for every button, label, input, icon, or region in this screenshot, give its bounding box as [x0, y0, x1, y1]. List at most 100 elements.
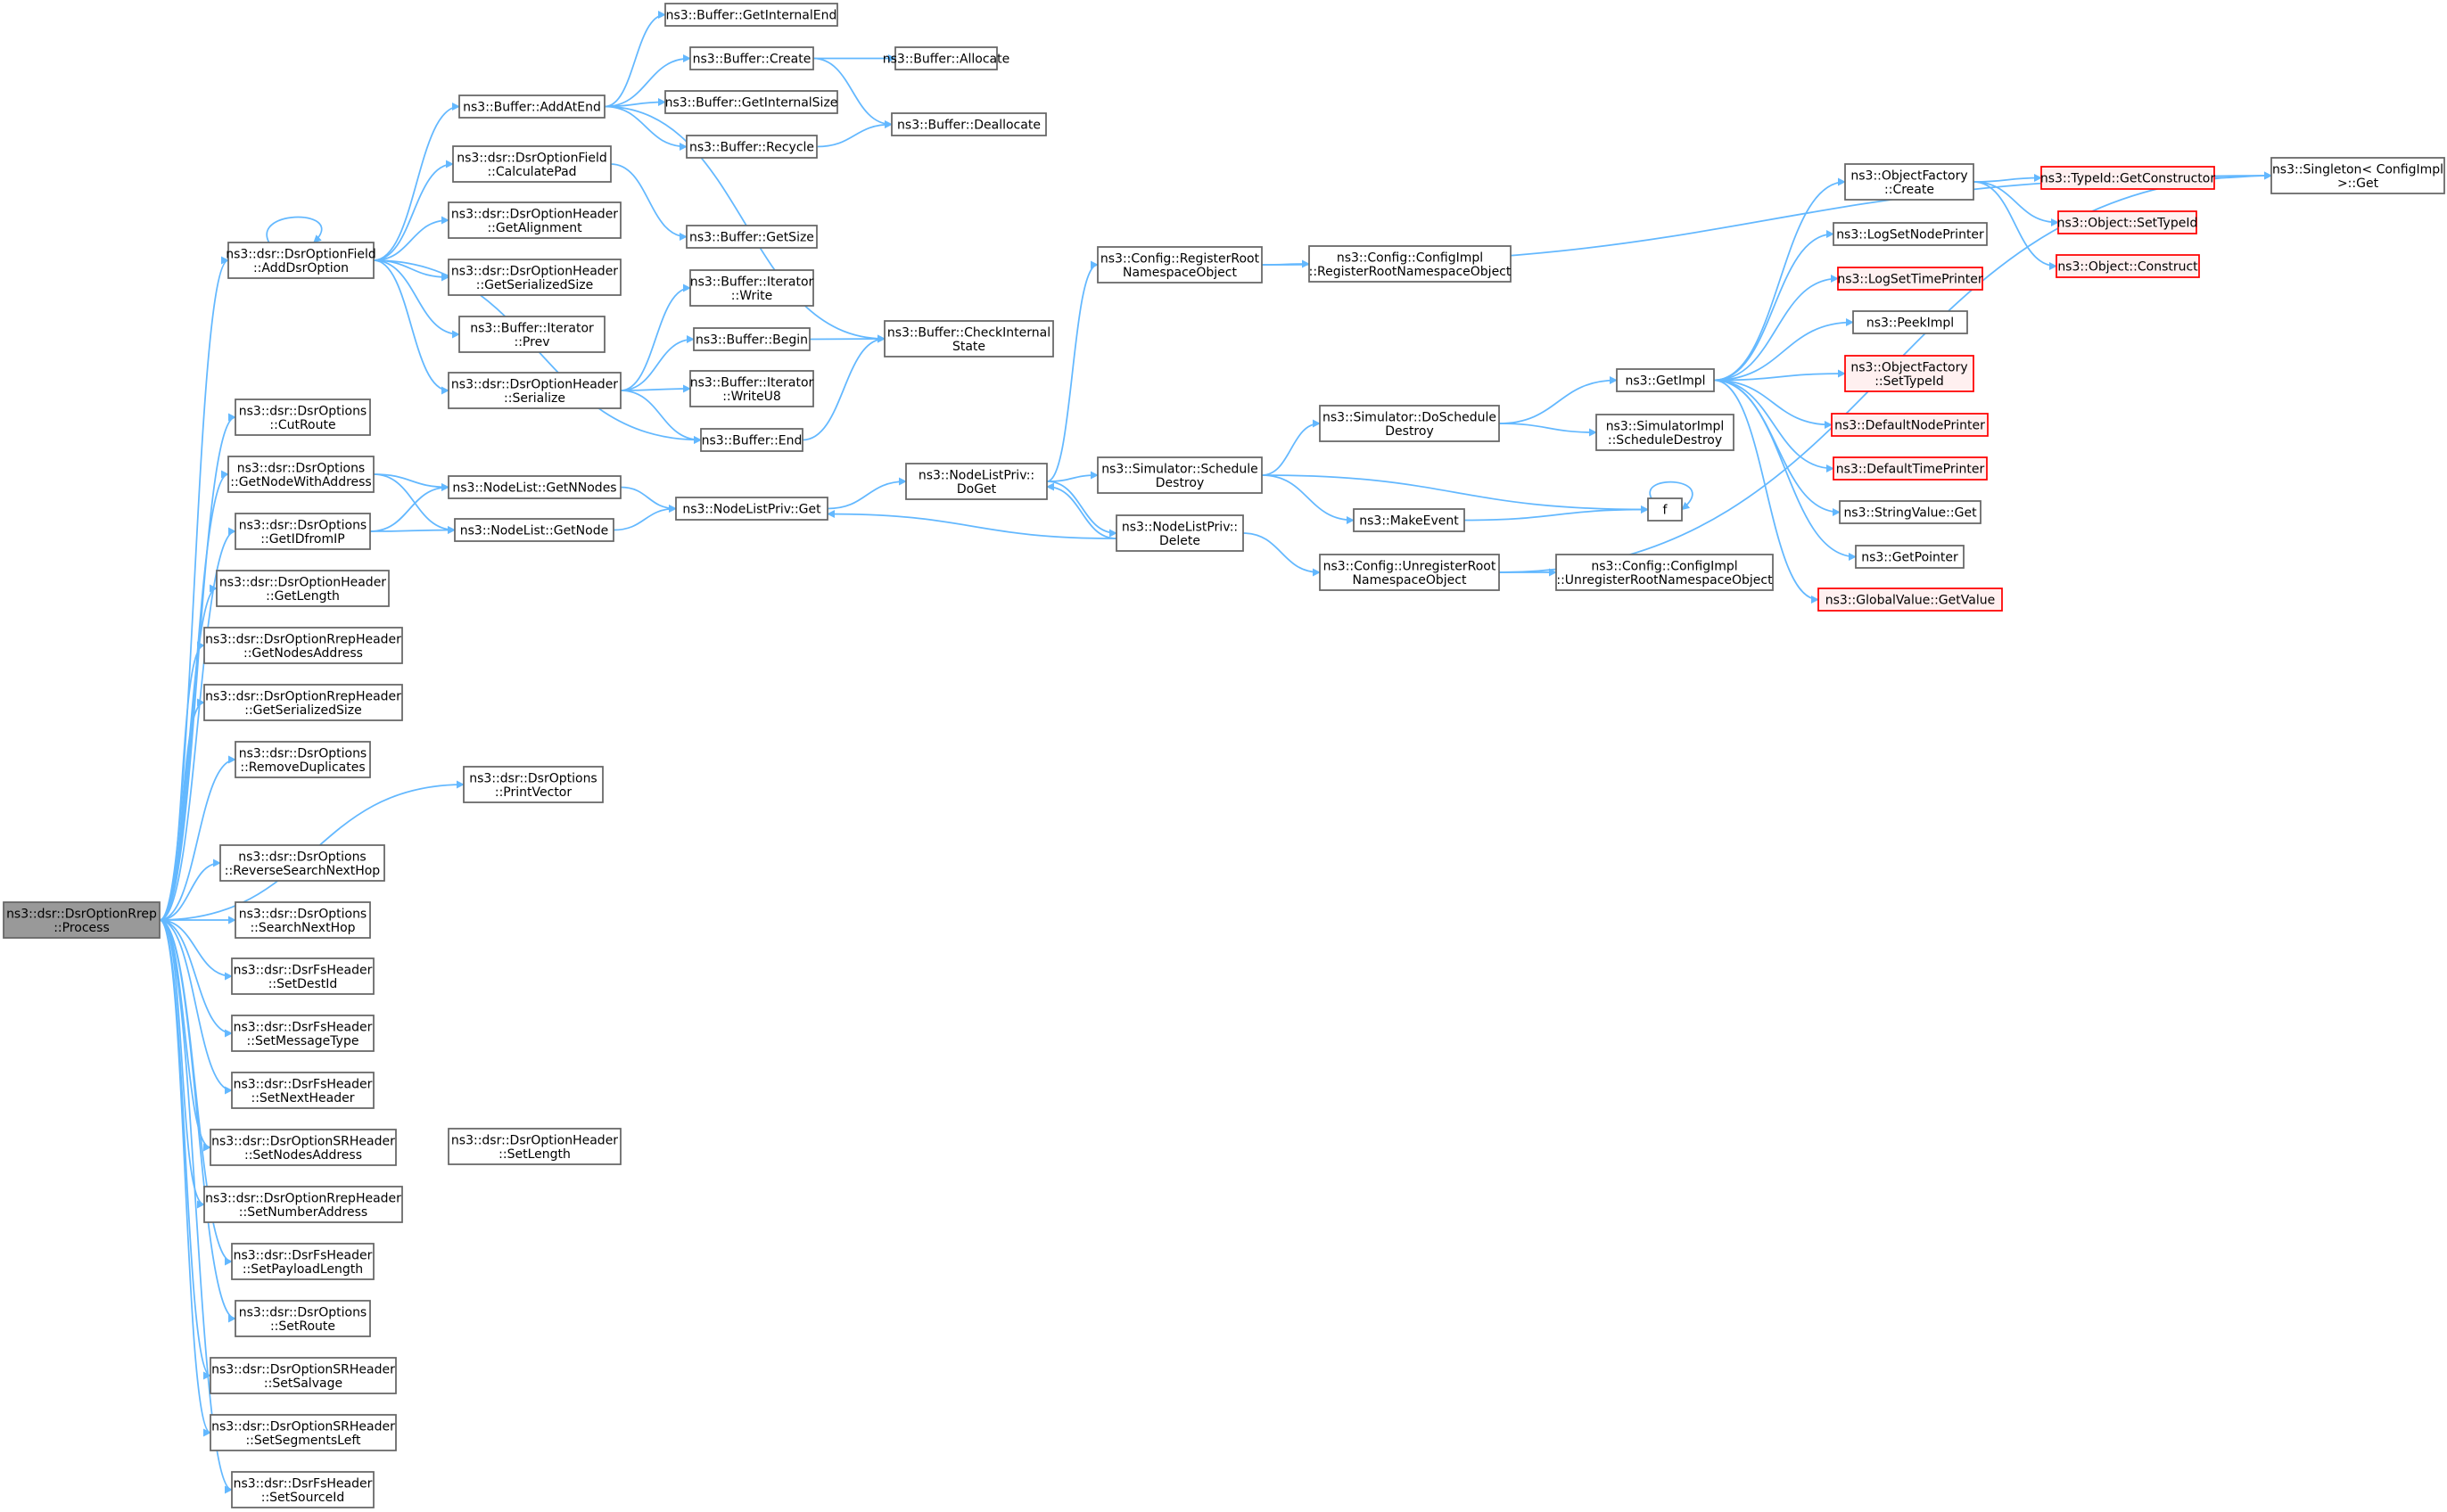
function-node[interactable]: ns3::dsr::DsrOptionRrepHeader::GetNodesA… — [203, 627, 403, 664]
function-node-box[interactable] — [1831, 413, 1989, 437]
function-node[interactable]: ns3::dsr::DsrOptions::CutRoute — [235, 399, 371, 436]
function-node[interactable]: ns3::Buffer::GetInternalEnd — [664, 3, 838, 27]
function-node-box[interactable] — [1097, 456, 1263, 494]
function-node[interactable]: ns3::dsr::DsrOptionHeader::Serialize — [448, 372, 622, 409]
function-node[interactable]: ns3::dsr::DsrOptions::GetIDfromIP — [235, 513, 371, 550]
function-node[interactable]: ns3::dsr::DsrOptions::PrintVector — [463, 766, 604, 803]
function-node-box[interactable] — [686, 135, 818, 159]
function-node-box[interactable] — [1647, 497, 1683, 522]
function-node-box[interactable] — [210, 1357, 397, 1394]
function-node[interactable]: ns3::dsr::DsrOptionField::CalculatePad — [452, 145, 612, 183]
function-node[interactable]: ns3::dsr::DsrOptionHeader::GetLength — [216, 570, 390, 607]
function-node[interactable]: ns3::LogSetTimePrinter — [1837, 267, 1983, 291]
function-node-box[interactable] — [448, 372, 622, 409]
function-node-box[interactable] — [231, 1072, 375, 1109]
function-node[interactable]: ns3::Buffer::Begin — [693, 327, 811, 351]
function-node-box[interactable] — [905, 463, 1048, 500]
function-node[interactable]: ns3::Buffer::Create — [689, 46, 814, 70]
function-node[interactable]: ns3::dsr::DsrFsHeader::SetSourceId — [231, 1471, 375, 1508]
function-node[interactable]: ns3::Buffer::AddAtEnd — [458, 94, 606, 119]
function-node-box[interactable] — [664, 3, 838, 27]
function-node-box[interactable] — [1308, 245, 1512, 283]
function-node[interactable]: ns3::DefaultTimePrinter — [1833, 456, 1988, 481]
function-node-box[interactable] — [227, 456, 375, 493]
function-node[interactable]: ns3::ObjectFactory::SetTypeId — [1844, 355, 1974, 392]
function-node[interactable]: ns3::Buffer::Allocate — [883, 46, 1010, 70]
function-node-box[interactable] — [235, 1300, 371, 1337]
function-node[interactable]: ns3::Singleton< ConfigImpl >::Get — [2270, 157, 2445, 194]
function-node[interactable]: ns3::dsr::DsrFsHeader::SetDestId — [231, 957, 375, 995]
function-node[interactable]: ns3::dsr::DsrOptionHeader::GetAlignment — [448, 201, 622, 239]
function-node-box[interactable] — [210, 1414, 397, 1451]
function-node[interactable]: ns3::dsr::DsrFsHeader::SetMessageType — [231, 1015, 375, 1052]
function-node[interactable]: f — [1647, 497, 1683, 522]
function-node-box[interactable] — [675, 497, 828, 521]
function-node-box[interactable] — [1837, 267, 1983, 291]
function-node-box[interactable] — [454, 518, 614, 542]
function-node[interactable]: ns3::dsr::DsrOptionHeader::GetSerialized… — [448, 259, 622, 296]
function-node-box[interactable] — [219, 844, 385, 882]
function-node-box[interactable] — [448, 475, 622, 499]
function-node[interactable]: ns3::dsr::DsrOptionRrepHeader::GetSerial… — [203, 684, 403, 721]
function-node-box[interactable] — [689, 269, 814, 307]
function-node-box[interactable] — [458, 316, 606, 353]
function-node[interactable]: ns3::LogSetNodePrinter — [1833, 222, 1988, 246]
function-node[interactable]: ns3::SimulatorImpl::ScheduleDestroy — [1595, 414, 1734, 451]
function-node[interactable]: ns3::NodeListPriv::Get — [675, 497, 828, 521]
function-node-box[interactable] — [1616, 368, 1715, 392]
function-node[interactable]: ns3::Config::RegisterRootNamespaceObject — [1097, 246, 1263, 284]
function-node[interactable]: ns3::Config::ConfigImpl::RegisterRootNam… — [1308, 245, 1512, 283]
function-node-box[interactable] — [2270, 157, 2445, 194]
function-node-box[interactable] — [1097, 246, 1263, 284]
function-node[interactable]: ns3::GetPointer — [1855, 545, 1965, 569]
function-node-box[interactable] — [1319, 405, 1500, 442]
function-node-box[interactable] — [664, 90, 838, 114]
function-node[interactable]: ns3::NodeListPriv::DoGet — [905, 463, 1048, 500]
function-node-box[interactable] — [689, 46, 814, 70]
function-node[interactable]: ns3::Config::ConfigImpl::UnregisterRootN… — [1555, 554, 1774, 591]
function-node-box[interactable] — [1844, 355, 1974, 392]
function-node-box[interactable] — [448, 201, 622, 239]
function-node-box[interactable] — [1319, 554, 1500, 591]
function-node[interactable]: ns3::dsr::DsrOptionSRHeader::SetNodesAdd… — [210, 1129, 397, 1166]
function-node-box[interactable] — [448, 1128, 622, 1165]
function-node[interactable]: ns3::dsr::DsrOptions::SetRoute — [235, 1300, 371, 1337]
function-node[interactable]: ns3::Buffer::Recycle — [686, 135, 818, 159]
function-node-box[interactable] — [689, 370, 814, 407]
function-node[interactable]: ns3::Config::UnregisterRootNamespaceObje… — [1319, 554, 1500, 591]
function-node[interactable]: ns3::TypeId::GetConstructor — [2040, 166, 2215, 190]
function-node[interactable]: ns3::dsr::DsrOptionSRHeader::SetSegments… — [210, 1414, 397, 1451]
function-node[interactable]: ns3::NodeList::GetNode — [454, 518, 614, 542]
function-node-box[interactable] — [235, 901, 371, 939]
function-node[interactable]: ns3::Buffer::GetSize — [686, 225, 818, 249]
function-node-box[interactable] — [203, 1186, 403, 1223]
function-node-box[interactable] — [1844, 163, 1974, 201]
function-node[interactable]: ns3::dsr::DsrOptionSRHeader::SetSalvage — [210, 1357, 397, 1394]
function-node-box[interactable] — [1817, 588, 2003, 612]
function-node[interactable]: ns3::Buffer::Iterator::Prev — [458, 316, 606, 353]
function-node[interactable]: ns3::GlobalValue::GetValue — [1817, 588, 2003, 612]
function-node[interactable]: ns3::GetImpl — [1616, 368, 1715, 392]
function-node-box[interactable] — [3, 901, 161, 939]
function-node-box[interactable] — [227, 242, 375, 279]
function-node[interactable]: ns3::Buffer::End — [700, 428, 803, 452]
function-node[interactable]: ns3::NodeListPriv::Delete — [1116, 514, 1244, 552]
function-node-box[interactable] — [231, 957, 375, 995]
function-node[interactable]: ns3::ObjectFactory::Create — [1844, 163, 1974, 201]
function-node-box[interactable] — [686, 225, 818, 249]
function-node-box[interactable] — [1595, 414, 1734, 451]
function-node-box[interactable] — [448, 259, 622, 296]
function-node-box[interactable] — [235, 399, 371, 436]
function-node[interactable]: ns3::DefaultNodePrinter — [1831, 413, 1989, 437]
function-node[interactable]: ns3::dsr::DsrOptions::GetNodeWithAddress — [227, 456, 375, 493]
function-node[interactable]: ns3::dsr::DsrOptionRrep::Process — [3, 901, 161, 939]
function-node-box[interactable] — [452, 145, 612, 183]
function-node[interactable]: ns3::Buffer::Iterator::Write — [689, 269, 814, 307]
function-node[interactable]: ns3::NodeList::GetNNodes — [448, 475, 622, 499]
function-node[interactable]: ns3::dsr::DsrOptions::RemoveDuplicates — [235, 741, 371, 778]
function-node-box[interactable] — [235, 513, 371, 550]
function-node-box[interactable] — [2040, 166, 2215, 190]
function-node[interactable]: ns3::dsr::DsrFsHeader::SetNextHeader — [231, 1072, 375, 1109]
